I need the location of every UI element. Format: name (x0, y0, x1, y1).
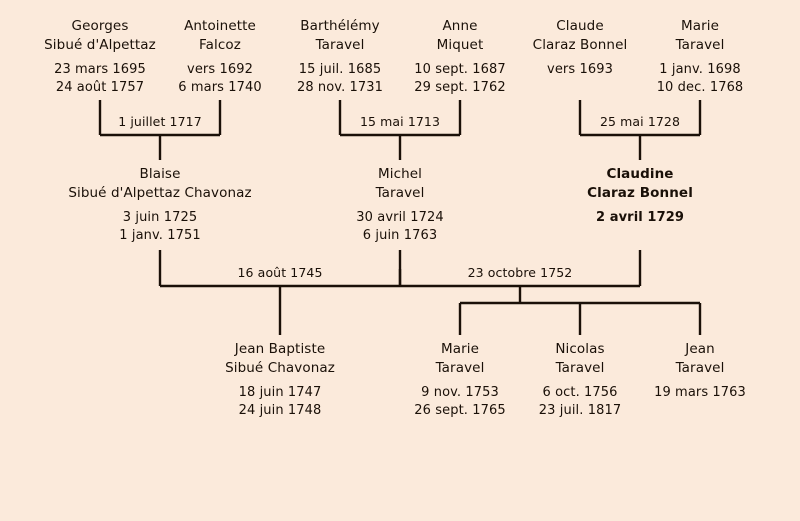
person-given-name: Nicolas (555, 341, 605, 357)
person-given-name: Jean (685, 341, 715, 357)
person-dates: vers 1693 (533, 61, 628, 80)
person-surname: Claraz Bonnel (587, 184, 693, 201)
person-birth-date: 23 mars 1695 (54, 62, 146, 78)
person-dates: 10 sept. 1687 29 sept. 1762 (414, 61, 505, 97)
person-surname: Taravel (555, 359, 605, 376)
marriage-date-union-1752[interactable]: 23 octobre 1752 (467, 265, 573, 280)
person-surname: Claraz Bonnel (532, 36, 628, 53)
person-birth-date: 15 juil. 1685 (298, 62, 382, 78)
person-death-date: 1 janv. 1751 (119, 228, 201, 244)
person-surname: Sibué Chavonaz (225, 359, 335, 376)
person-given-name: Antoinette (184, 18, 256, 34)
person-given-name: Claudine (606, 166, 674, 182)
person-dates: 1 janv. 1698 10 dec. 1768 (657, 61, 744, 97)
person-given-name: Anne (442, 18, 478, 34)
person-given-name: Barthélémy (300, 18, 380, 34)
person-birth-date: 19 mars 1763 (654, 385, 746, 401)
person-death-date: 24 juin 1748 (238, 403, 322, 419)
person-dates: 6 oct. 1756 23 juil. 1817 (539, 384, 621, 420)
person-death-date: 10 dec. 1768 (656, 80, 744, 96)
person-given-name: Michel (377, 166, 423, 182)
person-surname: Taravel (675, 36, 725, 53)
person-birth-date: 2 avril 1729 (595, 210, 685, 226)
person-given-name: Jean Baptiste (234, 341, 326, 357)
person-birth-date: 6 oct. 1756 (542, 385, 618, 401)
person-dates: 9 nov. 1753 26 sept. 1765 (414, 384, 505, 420)
person-surname: Sibué d'Alpettaz (44, 36, 156, 53)
person-surname: Sibué d'Alpettaz Chavonaz (68, 184, 252, 201)
person-surname: Taravel (675, 359, 725, 376)
marriage-date-union-1713[interactable]: 15 mai 1713 (359, 114, 441, 129)
person-dates: 15 juil. 1685 28 nov. 1731 (297, 61, 383, 97)
person-death-date (533, 79, 628, 80)
person-given-name: Marie (440, 341, 480, 357)
person-dates: 18 juin 1747 24 juin 1748 (225, 384, 335, 420)
person-birth-date: 3 juin 1725 (122, 210, 198, 226)
person-death-date: 6 mars 1740 (178, 80, 262, 96)
person-dates: 3 juin 1725 1 janv. 1751 (68, 209, 251, 245)
person-given-name: Marie (680, 18, 720, 34)
person-surname: Taravel (435, 359, 485, 376)
person-birth-date: 30 avril 1724 (356, 210, 444, 226)
person-death-date: 23 juil. 1817 (538, 403, 622, 419)
person-death-date: 24 août 1757 (55, 80, 145, 96)
person-death-date: 26 sept. 1765 (414, 403, 506, 419)
marriage-date-union-1717[interactable]: 1 juillet 1717 (118, 114, 202, 129)
person-given-name: Georges (71, 18, 129, 34)
person-surname: Taravel (375, 184, 425, 201)
person-birth-date: vers 1693 (547, 62, 613, 78)
person-surname: Taravel (315, 36, 365, 53)
person-birth-date: 1 janv. 1698 (659, 62, 741, 78)
person-surname: Miquet (436, 36, 484, 53)
person-given-name: Claude (556, 18, 604, 34)
person-birth-date: 9 nov. 1753 (421, 385, 499, 401)
person-given-name: Blaise (139, 166, 181, 182)
marriage-date-union-1745[interactable]: 16 août 1745 (237, 265, 323, 280)
person-birth-date: 10 sept. 1687 (414, 62, 506, 78)
person-dates: 19 mars 1763 (654, 384, 746, 403)
person-death-date (654, 402, 746, 403)
person-birth-date: vers 1692 (187, 62, 253, 78)
person-dates: 23 mars 1695 24 août 1757 (44, 61, 156, 97)
person-death-date: 6 juin 1763 (362, 228, 438, 244)
person-dates: 2 avril 1729 (587, 209, 693, 228)
person-death-date: 29 sept. 1762 (414, 80, 506, 96)
person-death-date: 28 nov. 1731 (296, 80, 384, 96)
person-dates: 30 avril 1724 6 juin 1763 (356, 209, 443, 245)
person-death-date (587, 227, 693, 228)
person-birth-date: 18 juin 1747 (238, 385, 322, 401)
person-surname: Falcoz (199, 36, 241, 53)
person-dates: vers 1692 6 mars 1740 (178, 61, 261, 97)
marriage-date-union-1728[interactable]: 25 mai 1728 (599, 114, 681, 129)
